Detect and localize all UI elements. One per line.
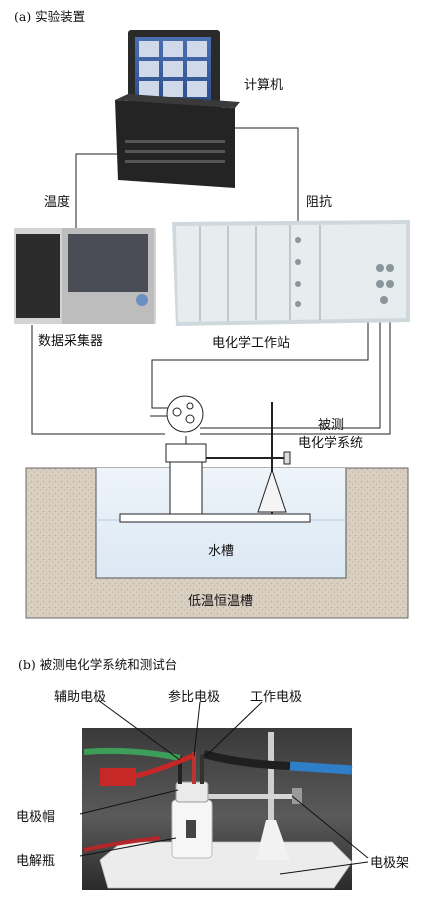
computer-label: 计算机 <box>244 78 284 93</box>
low-temp-bath-label: 低温恒温槽 <box>188 594 254 609</box>
impedance-label: 阻抗 <box>306 195 333 210</box>
electrode-stand-label: 电极架 <box>370 856 410 871</box>
ref-electrode-label: 参比电极 <box>168 690 221 705</box>
test-stand <box>119 402 311 523</box>
temperature-label: 温度 <box>44 195 71 210</box>
workstation-image <box>172 220 410 326</box>
electrolytic-bottle-label: 电解瓶 <box>16 854 56 869</box>
work-electrode-label: 工作电极 <box>250 690 303 705</box>
system-under-test-label-2: 电化学系统 <box>298 436 364 451</box>
water-tank <box>95 468 347 579</box>
computer-image <box>115 30 240 188</box>
aux-electrode-label: 辅助电极 <box>54 690 107 705</box>
workstation-label: 电化学工作站 <box>212 336 291 351</box>
electrode-cap-label: 电极帽 <box>16 810 56 825</box>
part-a-title: (a) 实验装置 <box>14 9 86 24</box>
electrode-cell-top <box>166 395 204 433</box>
water-tank-label: 水槽 <box>208 544 235 559</box>
system-under-test-label-1: 被测 <box>318 418 345 433</box>
part-b-title: (b) 被测电化学系统和测试台 <box>18 657 178 672</box>
data-logger-label: 数据采集器 <box>38 334 104 349</box>
data-logger-image <box>14 228 156 324</box>
